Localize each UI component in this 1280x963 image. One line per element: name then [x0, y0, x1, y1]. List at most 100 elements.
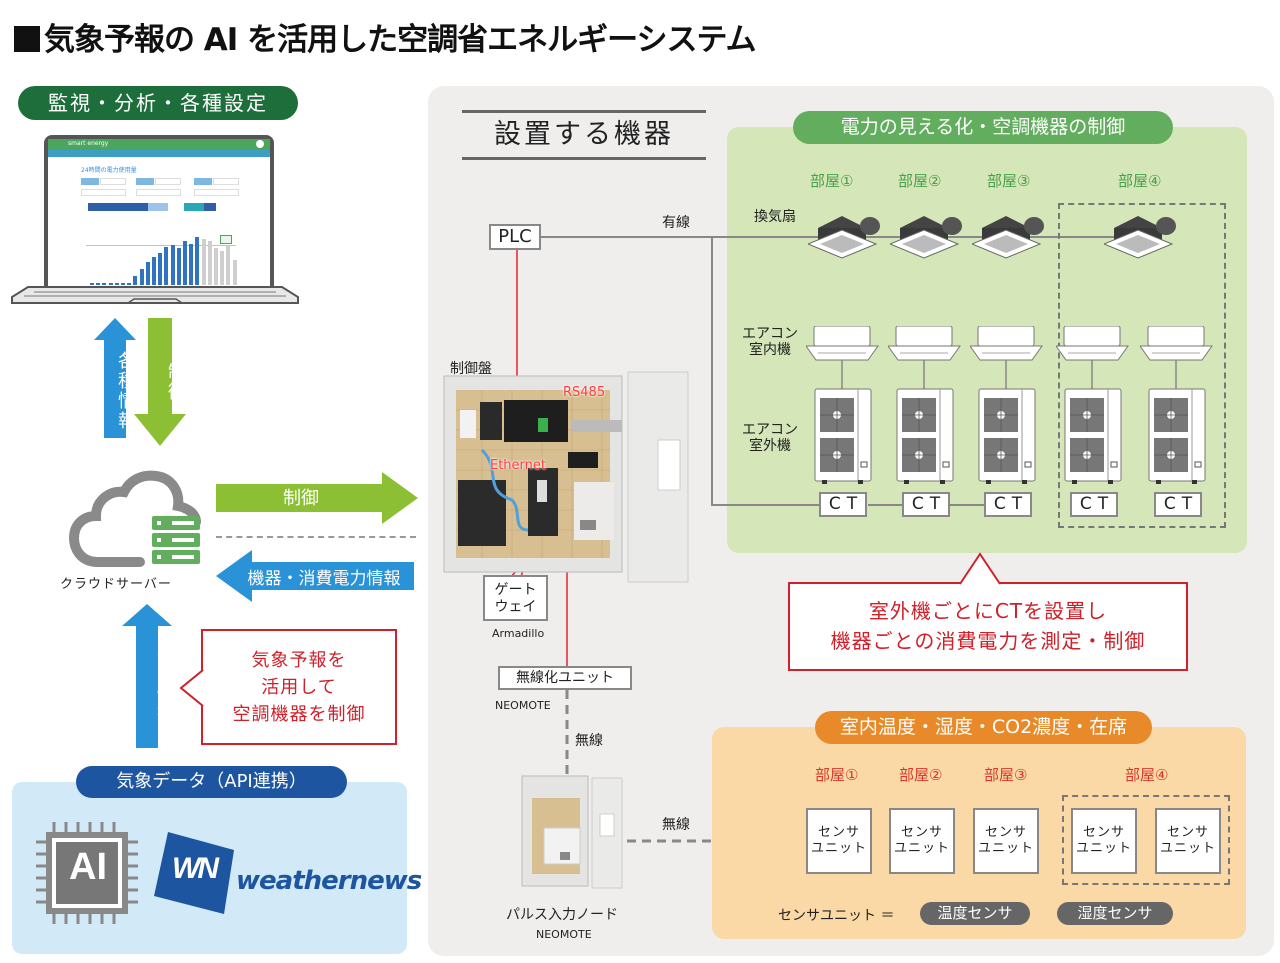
sensor-unit-line1: センサ: [1082, 825, 1125, 840]
power-visualization-label: 電力の見える化・空調機器の制御: [793, 111, 1173, 144]
rs485-label: RS485: [563, 385, 606, 400]
outdoor-unit-label: エアコン 室外機: [738, 422, 802, 454]
sensor-unit-box: センサユニット: [973, 808, 1039, 874]
ai-chip-icon: [36, 822, 138, 924]
indoor-unit-icon: [888, 326, 961, 361]
screen-stat: [155, 178, 181, 185]
weathernews-wordmark: weathernews: [236, 866, 422, 896]
temperature-sensor-pill: 温度センサ: [920, 902, 1030, 925]
indoor-unit-icon: [806, 326, 879, 361]
sensor-legend-prefix: センサユニット ＝: [778, 908, 895, 924]
outdoor-unit-icon: [814, 388, 872, 484]
weathernews-logo-icon: [154, 832, 234, 914]
sensor-unit-line2: ユニット: [810, 841, 867, 856]
indoor-unit-label: エアコン 室内機: [738, 326, 802, 358]
sensor-unit-line2: ユニット: [1075, 841, 1132, 856]
screen-stat: [100, 178, 126, 185]
screen-chart-bar: [121, 282, 125, 285]
sensor-unit-line1: センサ: [817, 825, 860, 840]
screen-chart-bar: [152, 257, 156, 285]
screen-chart-bar: [127, 282, 132, 285]
up-info-label: 各種情報: [115, 351, 136, 431]
screen-chart-bar: [90, 282, 94, 285]
wireless-label-1: 無線: [575, 733, 603, 749]
plc-box: PLC: [489, 224, 541, 250]
outdoor-label-line2: 室外機: [749, 438, 791, 454]
screen-header: smart energy: [48, 139, 270, 150]
room-4-group: [1058, 203, 1226, 528]
screen-chart-bar: [201, 239, 206, 285]
screen-chart-bar: [232, 259, 237, 285]
callout-weather-control: 気象予報を 活用して 空調機器を制御: [201, 629, 397, 745]
ventilation-fan-icon: [972, 216, 1044, 259]
screen-chart-bar: [139, 268, 144, 285]
callout-line: 機器ごとの消費電力を測定・制御: [830, 629, 1146, 653]
outdoor-label-line1: エアコン: [742, 422, 798, 438]
sensor-room-3: 部屋③: [984, 766, 1028, 784]
screen-chart-bar: [220, 250, 225, 285]
cloud-server-label: クラウドサーバー: [60, 577, 172, 592]
control-panel-photo: [443, 371, 689, 583]
down-control-arrow: [134, 318, 186, 446]
page-title: 気象予報の AI を活用した空調省エネルギーシステム: [14, 14, 757, 59]
sensor-label: 室内温度・湿度・CO2濃度・在席: [815, 711, 1152, 744]
screen-stat: [194, 178, 212, 185]
indoor-label-line1: エアコン: [742, 326, 798, 342]
screen-chart-bar: [207, 241, 212, 285]
screen-tab-group: [204, 203, 216, 211]
sensor-unit-line1: センサ: [984, 825, 1027, 840]
ct-box-4: CT: [1070, 492, 1118, 517]
callout-ct-measurement: 室外機ごとにCTを設置し 機器ごとの消費電力を測定・制御: [788, 582, 1188, 671]
gateway-line1: ゲート: [494, 582, 537, 598]
screen-chart-bar: [108, 282, 113, 285]
equipment-title: 設置する機器: [462, 110, 706, 160]
avatar: [256, 140, 264, 148]
sensor-unit-line2: ユニット: [1159, 841, 1216, 856]
ct-box-3: CT: [984, 492, 1032, 517]
screen-chart-bar: [102, 282, 107, 285]
screen-stat: [194, 189, 239, 196]
screen-stat: [81, 178, 99, 185]
sensor-unit-line2: ユニット: [893, 841, 950, 856]
screen-chart-bar: [133, 275, 138, 285]
sensor-unit-box: センサユニット: [1071, 808, 1137, 874]
sensor-unit-box: センサユニット: [1155, 808, 1221, 874]
screen-chart-bar: [170, 244, 175, 285]
screen-stat: [136, 178, 154, 185]
callout-pointer: [960, 552, 1000, 585]
weather-info-label: 気象情報: [154, 649, 173, 721]
laptop-keyboard: [11, 286, 299, 304]
cloud-server-icon: [68, 470, 201, 567]
ventilation-fan-icon: [890, 216, 962, 259]
left-info-label: 機器・消費電力情報: [247, 569, 401, 589]
screen-chart-bar: [164, 247, 169, 285]
sensor-unit-line1: センサ: [1166, 825, 1209, 840]
screen-badge: [220, 235, 232, 244]
up-info-arrow: [94, 318, 136, 438]
gateway-maker: Armadillo: [492, 627, 545, 640]
screen-app-name: smart energy: [68, 140, 109, 147]
down-control-label: 制御: [165, 362, 186, 402]
sensor-unit-line1: センサ: [900, 825, 943, 840]
callout-line: 活用して: [261, 677, 337, 698]
screen-chart-bar: [195, 236, 200, 285]
callout-line: 気象予報を: [251, 650, 347, 671]
sensor-room-4-group: [1062, 795, 1230, 885]
indoor-unit-icon: [1056, 326, 1129, 361]
title-square-icon: [14, 26, 40, 52]
outdoor-unit-icon: [978, 388, 1036, 484]
screen-chart-bar: [214, 248, 218, 285]
wireless-unit-box: 無線化ユニット: [498, 666, 632, 690]
screen-chart-bar: [176, 248, 181, 285]
screen-chart-bar: [183, 241, 187, 285]
screen-chart-bar: [158, 252, 163, 285]
power-room-4: 部屋④: [1118, 172, 1162, 190]
pulse-node-label: パルス入力ノード: [506, 907, 618, 923]
screen-tab-group: [88, 203, 148, 211]
ct-box-1: CT: [819, 492, 867, 517]
wireless-label-2: 無線: [662, 817, 690, 833]
sensor-room-4: 部屋④: [1125, 766, 1169, 784]
weather-data-label: 気象データ（API連携）: [76, 766, 347, 798]
callout-line: 空調機器を制御: [232, 704, 366, 725]
screen-chart-bar: [189, 243, 194, 285]
